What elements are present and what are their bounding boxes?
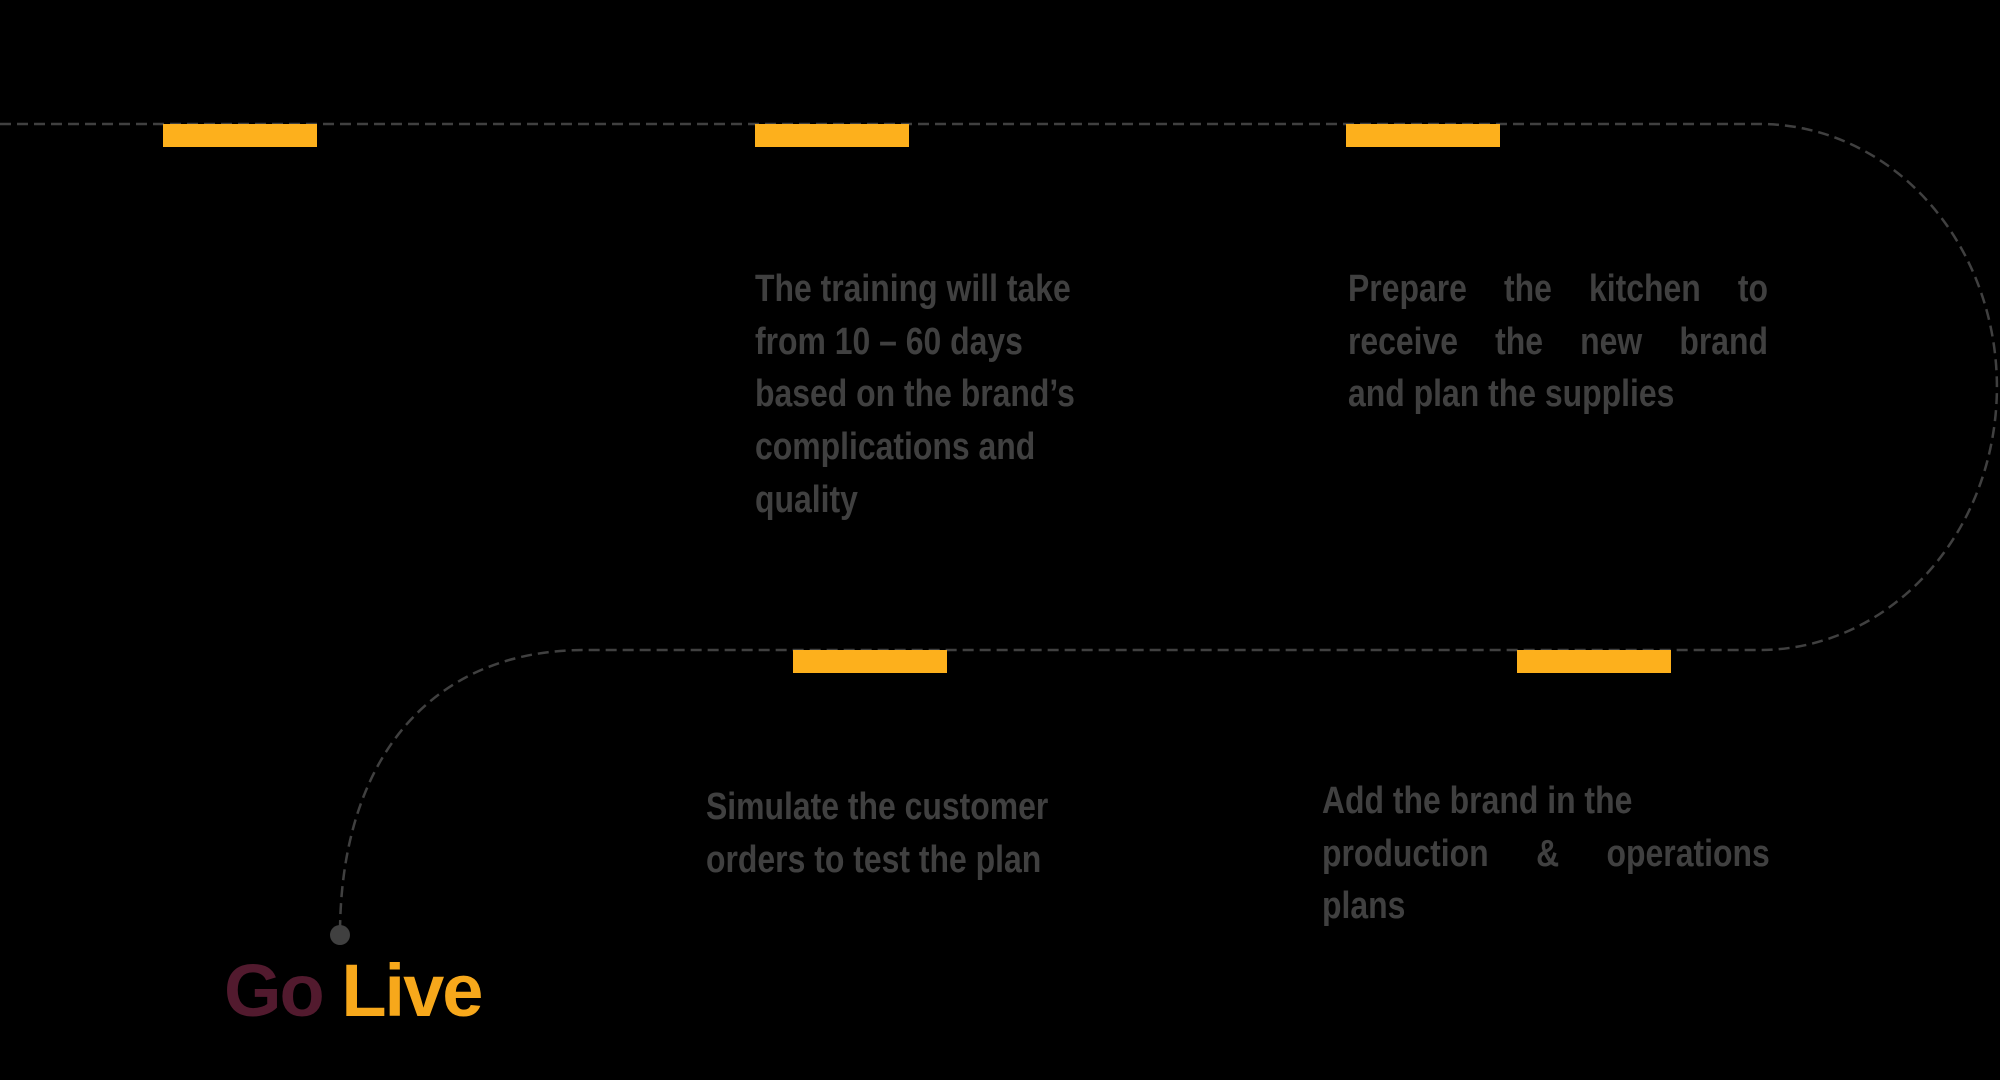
step-5-description: Simulate the customer orders to test the… [706, 781, 1186, 886]
step-5-line: Simulate the customer [706, 786, 1049, 828]
step-3-description: Prepare the kitchen to receive the new b… [1348, 263, 1848, 421]
step-3-line: Prepare the kitchen to [1348, 268, 1768, 310]
go-live-label: Go Live [224, 948, 483, 1033]
milestone-bar-2 [755, 124, 909, 147]
step-2-line: The training will take [755, 268, 1071, 310]
milestone-bar-3 [1346, 124, 1500, 147]
milestone-bar-4 [1517, 650, 1671, 673]
live-word: Live [341, 949, 483, 1032]
milestone-bar-1 [163, 124, 317, 147]
step-5-line: orders to test the plan [706, 838, 1042, 881]
step-2-line: complications and [755, 426, 1036, 469]
step-4-line: production & operations [1322, 832, 1770, 875]
step-2-line: quality [755, 478, 858, 521]
go-word: Go [224, 949, 325, 1032]
step-4-description: Add the brand in the production & operat… [1322, 775, 1855, 933]
step-4-line: Add the brand in the [1322, 780, 1633, 822]
step-3-line: receive the new brand [1348, 320, 1768, 363]
end-dot [330, 925, 350, 945]
milestone-bar-5 [793, 650, 947, 673]
step-2-line: based on the brand’s [755, 373, 1075, 416]
step-4-line: plans [1322, 885, 1406, 928]
step-3-line: and plan the supplies [1348, 373, 1675, 416]
step-2-description: The training will take from 10 – 60 days… [755, 263, 1195, 527]
step-2-line: from 10 – 60 days [755, 320, 1023, 363]
